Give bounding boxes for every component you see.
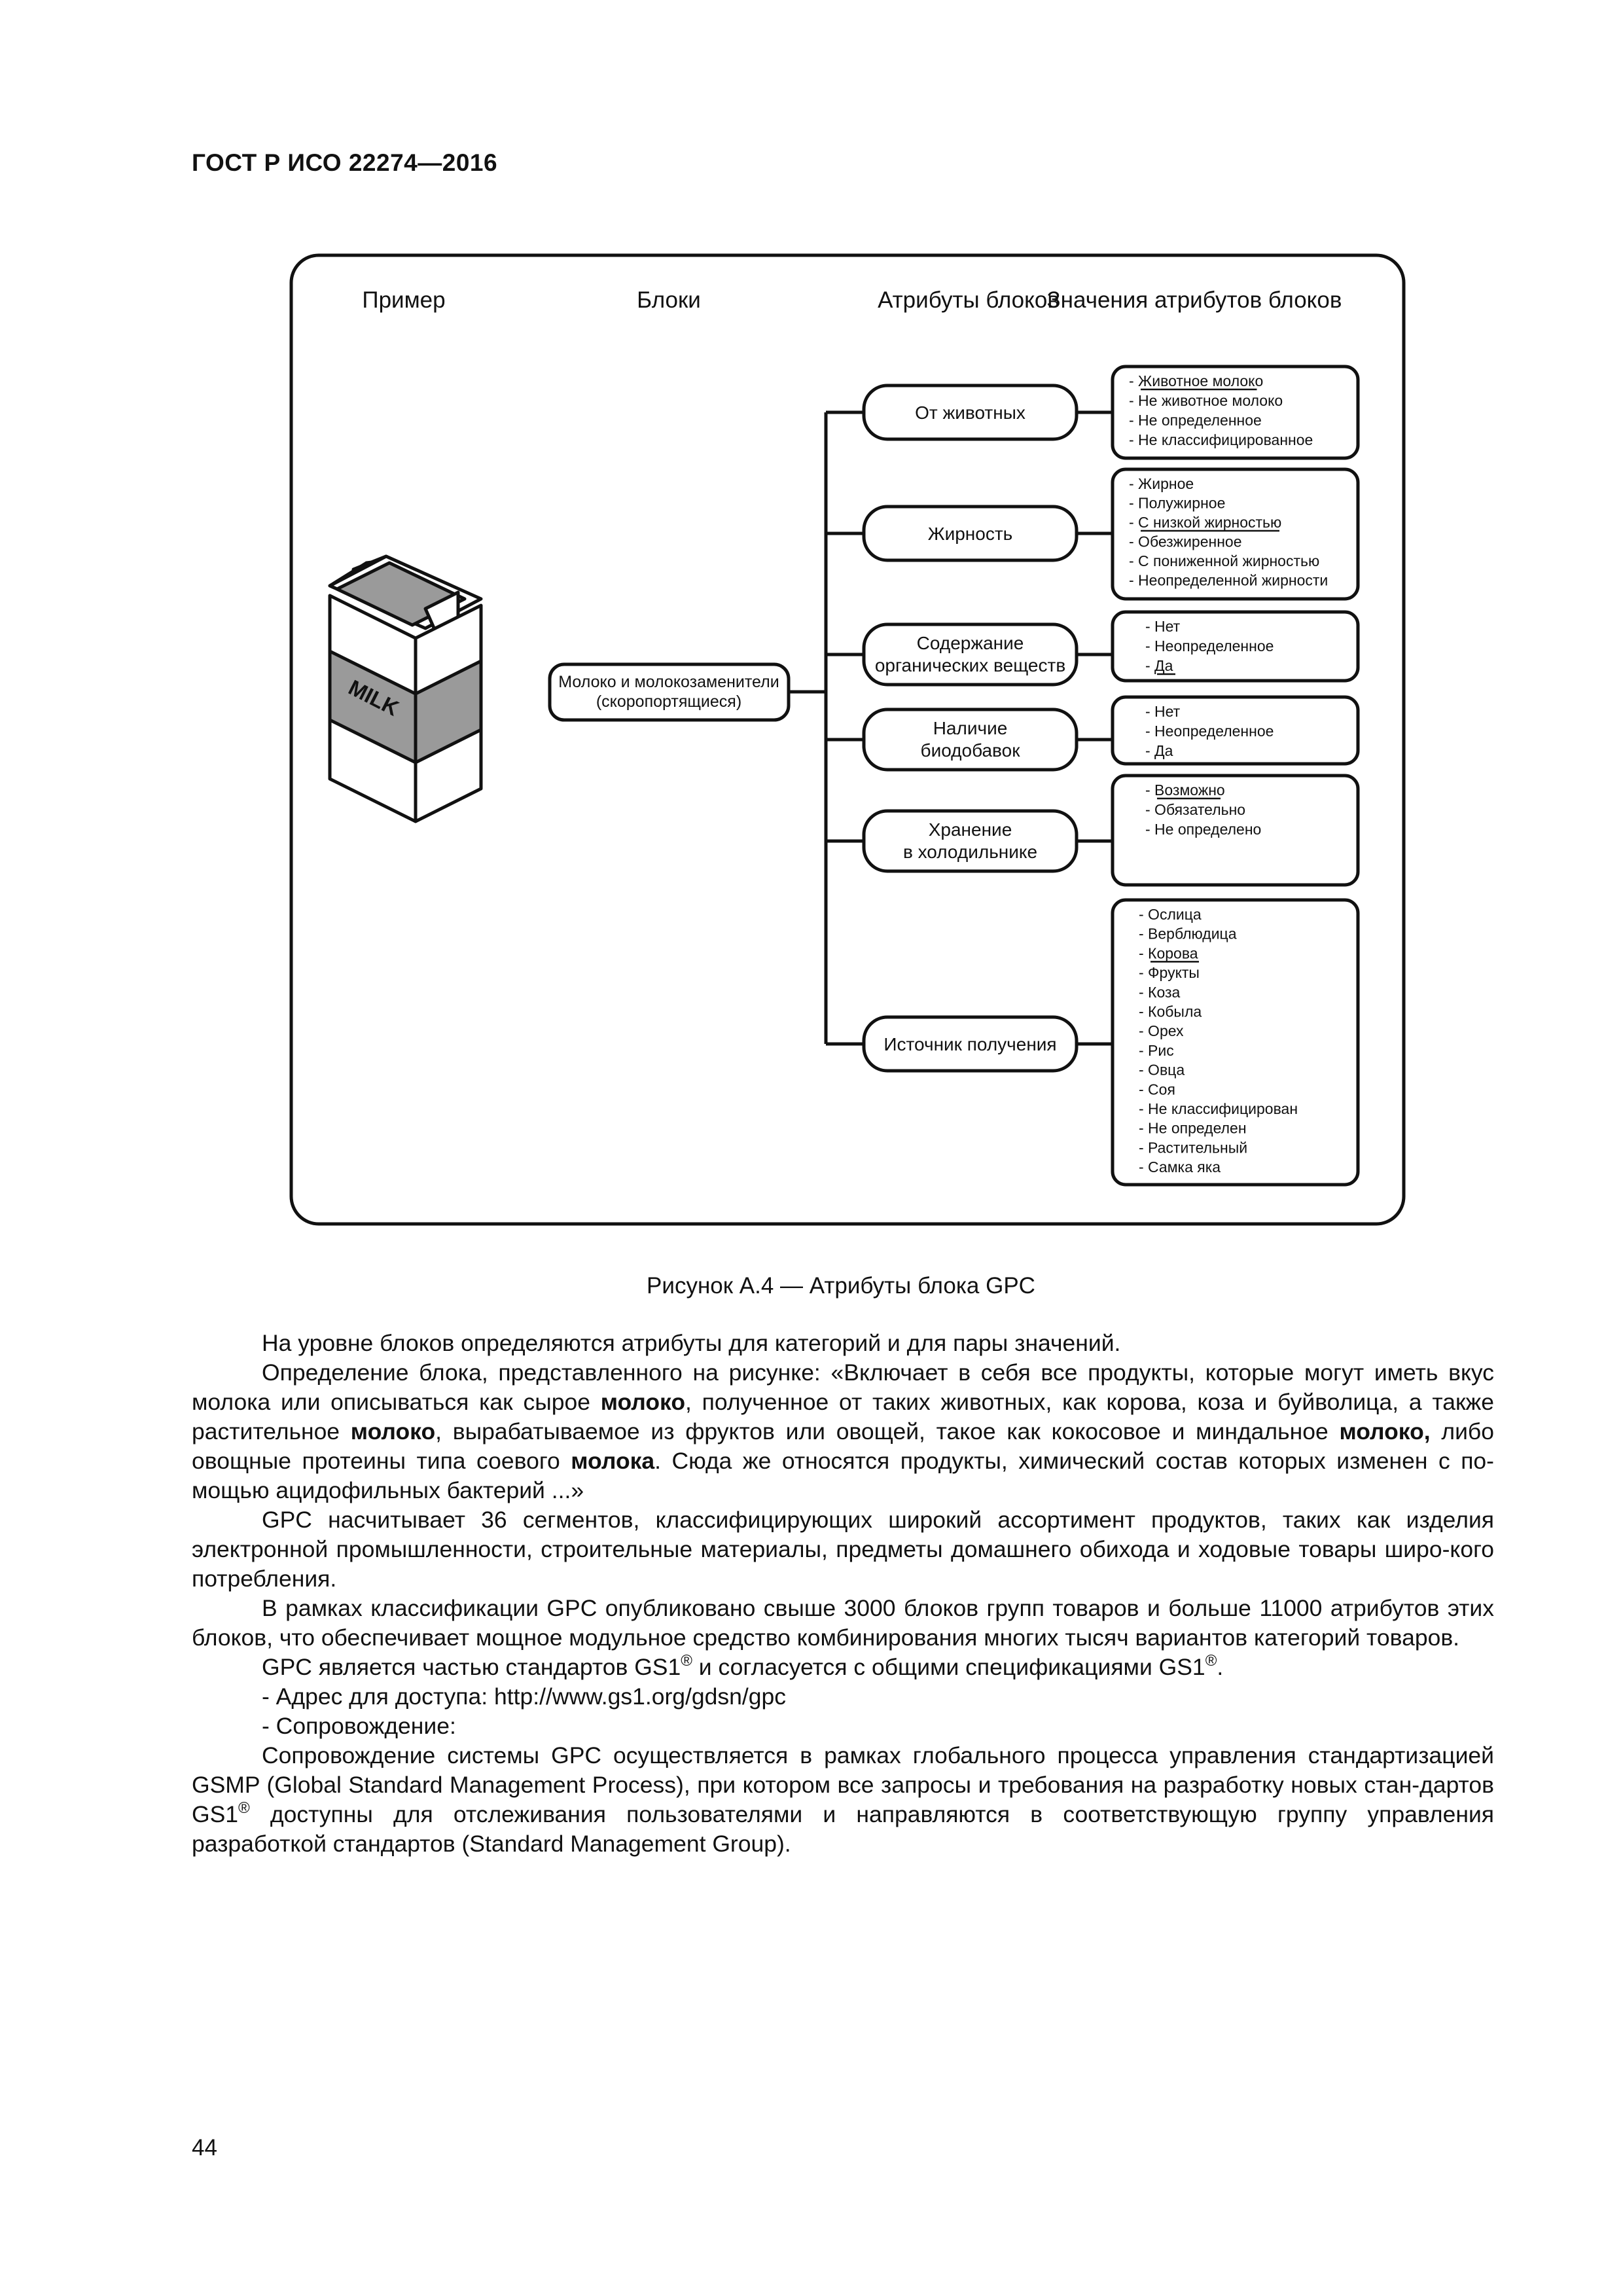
attribute-box <box>862 1015 1079 1073</box>
attribute-value: - Не определенное <box>1129 412 1262 429</box>
attribute-value: - Не классифицирован <box>1139 1100 1298 1117</box>
column-header-blocks: Блоки <box>637 287 701 313</box>
attribute-box <box>862 708 1079 772</box>
attribute-value: - Овца <box>1139 1062 1185 1079</box>
milk-carton-icon <box>328 554 483 823</box>
attribute-box <box>862 384 1079 441</box>
attribute-value: - Да <box>1145 657 1173 674</box>
attribute-box <box>862 809 1079 873</box>
values-box <box>1111 774 1360 887</box>
attribute-value: - Корова <box>1139 944 1198 961</box>
value-boxes: - Животное молоко - Не животное молоко - Н… <box>1111 365 1360 1187</box>
attribute-label: Источник получения <box>883 1034 1056 1054</box>
attribute-value: - Верблюдица <box>1139 925 1237 942</box>
document-header: ГОСТ Р ИСО 22274—2016 <box>192 149 498 176</box>
attribute-value: - Неопределенное <box>1145 723 1274 740</box>
attribute-box <box>862 622 1079 687</box>
values-box <box>1111 695 1360 766</box>
attribute-box <box>862 505 1079 562</box>
attribute-value: - Орех <box>1139 1022 1184 1039</box>
attribute-label: От животных <box>915 403 1026 423</box>
paragraph: GPC насчитывает 36 сегментов, классифици… <box>192 1507 1494 1592</box>
attribute-value: - Да <box>1145 742 1173 759</box>
figure-frame <box>289 253 1406 1226</box>
paragraph: На уровне блоков определяются атрибуты д… <box>262 1330 1121 1356</box>
column-header-values: Значения атрибутов блоков <box>1047 287 1342 313</box>
block-label-line1: Молоко и молокозаменители <box>558 673 779 691</box>
block-label-line2: (скоропортящиеся) <box>596 692 741 711</box>
attribute-label: Хранение <box>929 819 1012 840</box>
attribute-value: - Не определен <box>1139 1120 1247 1137</box>
values-box <box>1111 467 1360 601</box>
attribute-value: - Неопределенное <box>1145 637 1274 655</box>
page-number: 44 <box>192 2135 217 2161</box>
attribute-value: - Обязательно <box>1145 801 1245 818</box>
connector-lines <box>789 410 1113 1046</box>
attribute-value: - С пониженной жирностью <box>1129 552 1319 569</box>
attribute-value: - Соя <box>1139 1081 1175 1098</box>
attribute-label: биодобавок <box>921 740 1021 761</box>
attribute-value: - Неопределенной жирности <box>1129 572 1328 589</box>
paragraph: Сопровождение системы GPC осуществляется… <box>192 1742 1494 1857</box>
attribute-value: - Рис <box>1139 1042 1174 1059</box>
attribute-value: - Не определено <box>1145 821 1261 838</box>
attribute-value: - Самка яка <box>1139 1158 1221 1175</box>
attribute-value: - Кобыла <box>1139 1003 1202 1020</box>
attribute-value: - Обезжиренное <box>1129 533 1242 550</box>
paragraph: Определение блока, представленного на ри… <box>192 1359 1494 1503</box>
paragraph: В рамках классификации GPC опубликовано … <box>192 1595 1494 1651</box>
attribute-value: - Полужирное <box>1129 495 1225 512</box>
attribute-value: - Коза <box>1139 984 1181 1001</box>
attribute-value: - Ослица <box>1139 906 1202 923</box>
attribute-value: - С низкой жирностью <box>1129 514 1281 531</box>
column-header-example: Пример <box>362 287 445 313</box>
attribute-label: Содержание <box>917 633 1024 653</box>
attribute-value: - Жирное <box>1129 475 1194 492</box>
values-box <box>1111 610 1360 683</box>
list-item-address: - Адрес для доступа: http://www.gs1.org/… <box>262 1683 786 1710</box>
attribute-value: - Возможно <box>1145 781 1225 798</box>
attribute-boxes: От животныхЖирностьСодержаниеорганически… <box>862 384 1079 1073</box>
paragraph: GPC является частью стандартов GS1® и со… <box>262 1652 1224 1681</box>
attribute-label: Наличие <box>933 718 1008 738</box>
list-item-maintenance: - Сопровождение: <box>262 1713 456 1739</box>
attribute-label: в холодильнике <box>903 842 1037 862</box>
attribute-value: - Не классифицированное <box>1129 431 1313 448</box>
column-header-attributes: Атрибуты блоков <box>878 287 1060 313</box>
figure-caption: Рисунок А.4 — Атрибуты блока GPC <box>647 1273 1035 1299</box>
values-box <box>1111 898 1360 1187</box>
attribute-value: - Фрукты <box>1139 964 1200 981</box>
attribute-value: - Нет <box>1145 618 1181 635</box>
attribute-label: Жирность <box>928 524 1013 544</box>
gpc-figure: Пример Блоки Атрибуты блоков Значения ат… <box>289 253 1406 1226</box>
attribute-value: - Не животное молоко <box>1129 392 1283 409</box>
attribute-value: - Животное молоко <box>1129 372 1263 389</box>
attribute-value: - Нет <box>1145 703 1181 720</box>
attribute-label: органических веществ <box>875 655 1065 675</box>
attribute-value: - Растительный <box>1139 1139 1247 1156</box>
body-text: На уровне блоков определяются атрибуты д… <box>192 1329 1494 1859</box>
